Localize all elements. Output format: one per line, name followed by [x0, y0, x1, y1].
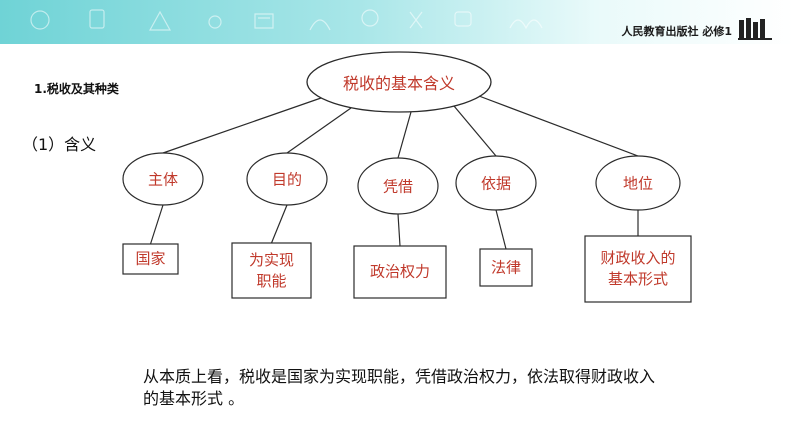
connector-line — [286, 107, 352, 154]
connector-line — [453, 105, 497, 157]
books-icon — [738, 18, 772, 40]
summary-text: 从本质上看，税收是国家为实现职能，凭借政治权力，依法取得财政收入的基本形式 。 — [143, 367, 656, 408]
aspect-label: 目的 — [271, 170, 303, 189]
stem-line — [397, 213, 401, 247]
header-banner: 人民教育出版社 必修1 — [0, 0, 794, 44]
connector-line — [162, 97, 322, 154]
aspect-label: 主体 — [147, 170, 179, 189]
content-box — [479, 248, 533, 287]
root-node — [306, 51, 492, 113]
stem-line — [270, 204, 288, 244]
sub-title: （1）含义 — [22, 135, 97, 154]
stem-line — [149, 204, 164, 245]
stem-line — [495, 209, 507, 250]
connector-line — [478, 95, 639, 157]
aspect-label: 凭借 — [382, 177, 414, 196]
content-box — [353, 245, 447, 299]
content-box — [231, 242, 312, 299]
content-label: 法律 — [490, 258, 522, 276]
content-box — [122, 243, 179, 275]
aspect-label: 依据 — [480, 174, 512, 193]
aspect-label: 地位 — [622, 174, 654, 193]
connector-line — [397, 111, 412, 159]
root-label: 税收的基本含义 — [342, 74, 456, 93]
content-label: 为实现 职能 — [248, 250, 295, 290]
content-label: 国家 — [135, 249, 166, 268]
content-box — [584, 235, 692, 303]
content-label: 财政收入的 基本形式 — [600, 249, 676, 288]
publisher-label: 人民教育出版社 必修1 — [621, 25, 732, 38]
section-title: 1.税收及其种类 — [34, 82, 119, 96]
decorative-doodles — [30, 9, 543, 31]
content-label: 政治权力 — [369, 262, 431, 281]
